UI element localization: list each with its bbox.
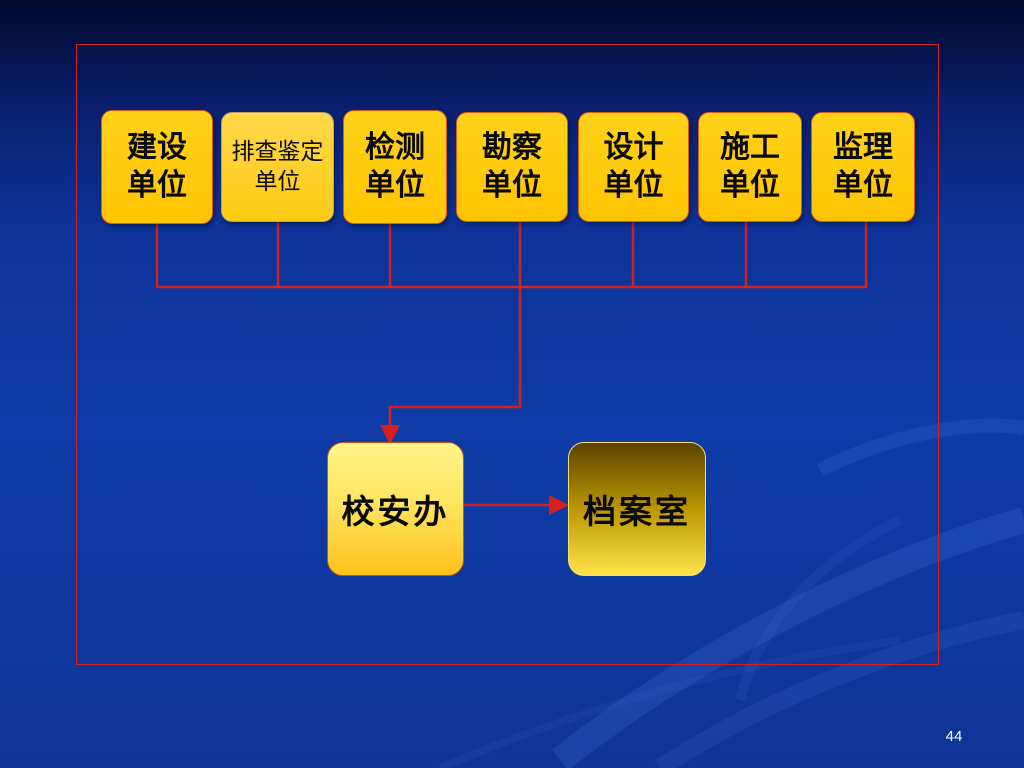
page-number: 44 [945, 728, 963, 745]
unit-label-line2: 单位 [127, 168, 187, 203]
unit-label-line1: 排查鉴定 [231, 139, 324, 165]
unit-label-line1: 检测 [365, 130, 425, 165]
unit-label-line2: 单位 [833, 168, 893, 203]
unit-label-line1: 建设 [127, 130, 187, 165]
unit-label-line2: 单位 [254, 169, 301, 195]
unit-box-construction: 建设 单位 [101, 110, 213, 224]
unit-label-line1: 施工 [720, 130, 780, 165]
diagram-frame [76, 44, 939, 665]
unit-box-supervision: 监理 单位 [811, 112, 915, 222]
unit-box-inspection-appraisal: 排查鉴定 单位 [221, 112, 334, 222]
unit-label-line1: 勘察 [482, 130, 542, 165]
unit-label-line2: 单位 [720, 168, 780, 203]
unit-box-design: 设计 单位 [578, 112, 689, 222]
unit-label-line2: 单位 [482, 168, 542, 203]
school-safety-office-box: 校安办 [327, 442, 464, 576]
feed-to-office [380, 287, 522, 445]
unit-box-survey: 勘察 单位 [456, 112, 568, 222]
unit-box-contractor: 施工 单位 [698, 112, 802, 222]
unit-box-testing: 检测 单位 [343, 110, 447, 224]
unit-label-line2: 单位 [365, 168, 425, 203]
archive-room-box: 档案室 [568, 442, 706, 576]
unit-label-line1: 监理 [833, 130, 893, 165]
unit-label-line2: 单位 [603, 168, 664, 203]
unit-label-line1: 设计 [603, 130, 664, 165]
